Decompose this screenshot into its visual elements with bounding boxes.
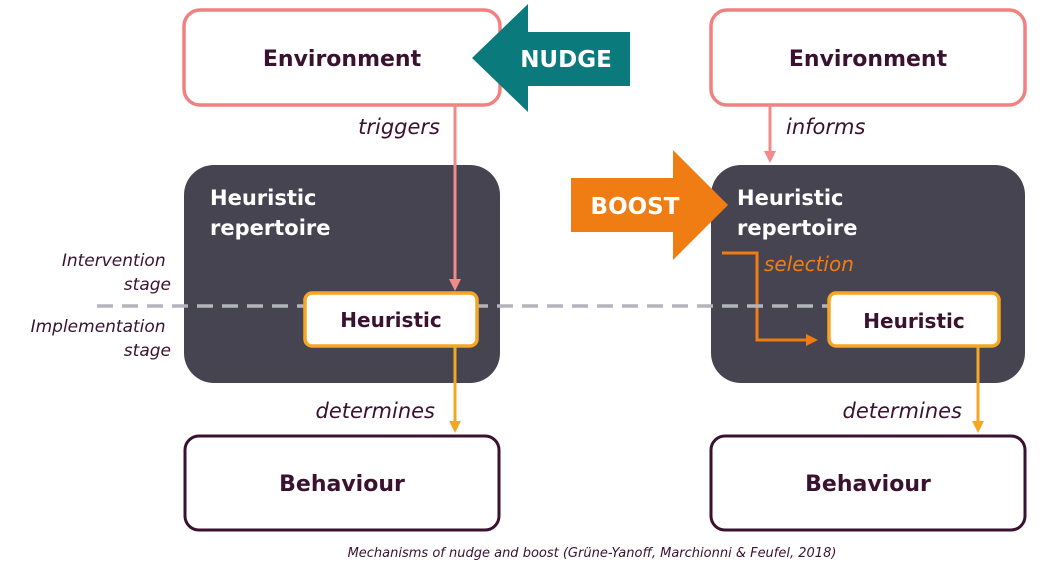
environment-label-boost: Environment [789, 47, 948, 72]
heuristic-label-boost: Heuristic [863, 309, 964, 333]
boost-arrow [571, 150, 728, 260]
selection-arrowhead [806, 334, 818, 346]
boost-label: BOOST [591, 194, 680, 220]
repertoire-label-boost: Heuristic repertoire [737, 186, 858, 240]
selection-label: selection [764, 252, 854, 276]
triggers-label: triggers [358, 115, 440, 139]
determines-arrowhead-boost [972, 421, 984, 433]
environment-label-nudge: Environment [263, 47, 422, 72]
determines-arrowhead-nudge [449, 421, 461, 433]
behaviour-label-nudge: Behaviour [279, 472, 405, 497]
behaviour-label-boost: Behaviour [805, 472, 931, 497]
determines-label-nudge: determines [316, 399, 436, 423]
behaviour-box-nudge [183, 434, 501, 532]
implementation-stage-label: Implementation stage [31, 317, 171, 361]
nudge-arrow [472, 4, 630, 112]
informs-arrowhead [764, 151, 776, 163]
environment-box-boost [709, 8, 1027, 107]
repertoire-label-nudge: Heuristic repertoire [210, 186, 331, 240]
selection-arrow [722, 251, 808, 342]
heuristic-label-nudge: Heuristic [340, 308, 441, 332]
heuristic-box-boost [827, 291, 1001, 348]
determines-label-boost: determines [843, 399, 963, 423]
intervention-stage-label: Intervention stage [62, 251, 171, 295]
triggers-arrowhead [449, 279, 461, 291]
caption: Mechanisms of nudge and boost (Grüne-Yan… [348, 546, 837, 561]
behaviour-box-boost [709, 434, 1027, 532]
nudge-label: NUDGE [520, 47, 612, 73]
informs-label: informs [786, 115, 865, 139]
heuristic-box-nudge [303, 291, 479, 348]
